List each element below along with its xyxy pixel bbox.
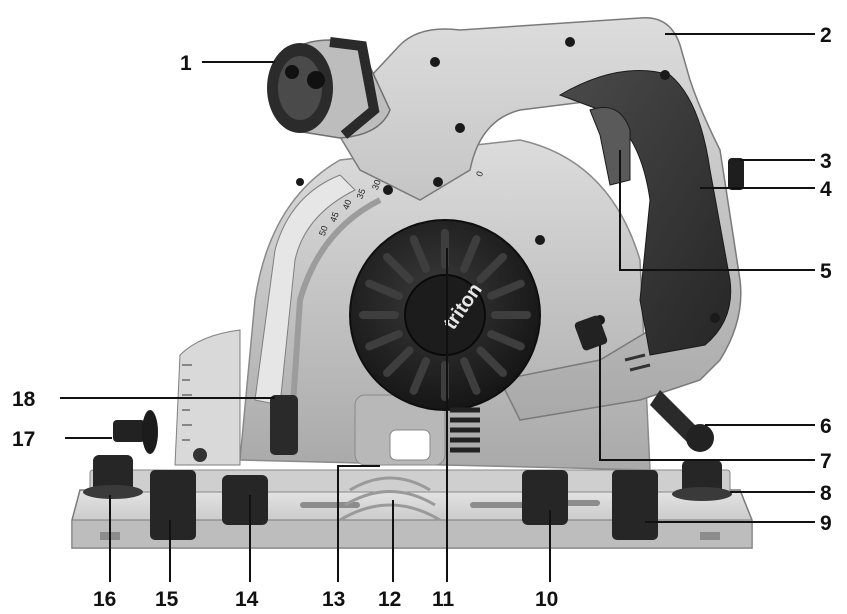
motor-fin [409, 235, 430, 273]
callout-2: 2 [820, 24, 832, 47]
motor-fin [409, 357, 430, 395]
motor-fin [487, 330, 525, 351]
bevel-scale-tick-label: 35 [355, 187, 368, 200]
callout-13: 13 [322, 588, 345, 611]
callout-8: 8 [820, 482, 832, 505]
bevel-scale-tick-label: 50 [317, 224, 330, 237]
leader-lines [60, 33, 815, 582]
callout-labels: 1 2 3 4 5 6 7 8 9 10 11 12 13 14 15 16 1… [12, 24, 832, 611]
bevel-scale-tick-label: 30 [370, 178, 383, 191]
callout-1: 1 [180, 52, 192, 75]
callout-12: 12 [378, 588, 401, 611]
motor-fin [487, 279, 525, 300]
bevel-scale-tick-label: 45 [328, 211, 341, 224]
callout-15: 15 [155, 588, 179, 611]
motor-fin [460, 235, 481, 273]
callout-18: 18 [12, 388, 36, 411]
motor-housing: triton [349, 219, 541, 411]
callout-5: 5 [820, 260, 832, 283]
main-housing [296, 17, 744, 421]
motor-fin [460, 357, 481, 395]
bevel-scale-tick-label: 40 [341, 198, 354, 211]
motor-fin [476, 346, 507, 377]
callout-10: 10 [535, 588, 558, 611]
motor-fin [383, 346, 414, 377]
bevel-scale-tick-label: 0 [474, 170, 485, 178]
dust-port [267, 37, 391, 139]
callout-7: 7 [820, 450, 832, 473]
motor-fin [476, 253, 507, 284]
spring [450, 407, 480, 453]
motor-fin [365, 279, 403, 300]
depth-stop [574, 315, 608, 351]
callout-11: 11 [432, 588, 455, 611]
motor-fin [383, 253, 414, 284]
callout-9: 9 [820, 512, 832, 535]
motor-fin [365, 330, 403, 351]
callout-3: 3 [820, 150, 832, 173]
callout-16: 16 [93, 588, 116, 611]
plunge-lever [650, 390, 714, 452]
callout-6: 6 [820, 415, 832, 438]
callout-4: 4 [820, 178, 832, 201]
callout-17: 17 [12, 428, 35, 451]
bevel-lock-knob [113, 395, 298, 462]
callout-14: 14 [235, 588, 259, 611]
